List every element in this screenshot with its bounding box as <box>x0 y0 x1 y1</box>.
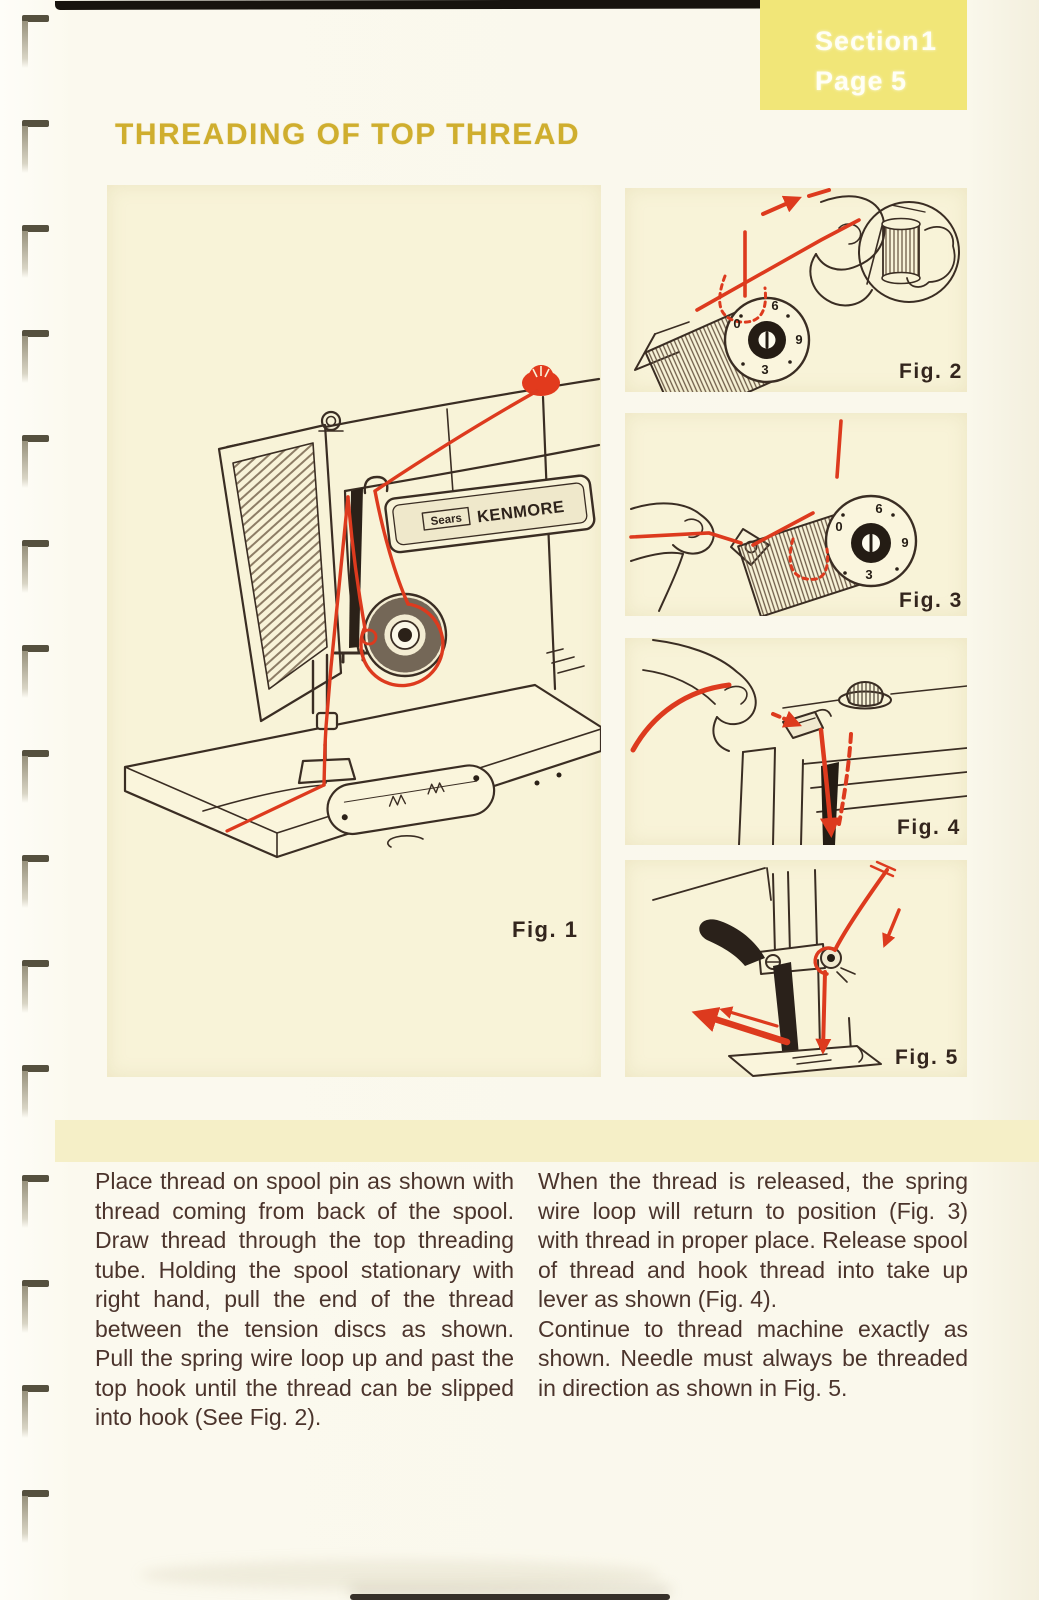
binding-hole-mark <box>22 330 49 386</box>
fig2-dial-3: 3 <box>761 362 768 377</box>
fig3-dial-0: 0 <box>835 519 842 534</box>
binding-hole-mark <box>22 1385 49 1441</box>
tension-disc-threading-illustration: Fig. 2 0 3 6 9 <box>634 188 963 392</box>
binding-hole-mark <box>22 750 49 806</box>
fig2-dial-9: 9 <box>795 332 802 347</box>
figure-5-panel: Fig. 5 <box>625 860 967 1077</box>
binding-hole-mark <box>22 1490 49 1546</box>
red-thread-path <box>225 365 560 833</box>
fig1-label: Fig. 1 <box>512 917 578 942</box>
fig2-label: Fig. 2 <box>899 360 963 383</box>
right-paragraph-2: Continue to thread machine exactly as sh… <box>538 1315 968 1401</box>
binding-hole-mark <box>22 1280 49 1336</box>
scanned-page-edge-bottom <box>350 1594 670 1600</box>
fig5-label: Fig. 5 <box>895 1046 959 1069</box>
take-up-lever-illustration: Fig. 4 <box>630 639 967 845</box>
binding-hole-mark <box>22 120 49 176</box>
binding-hole-mark <box>22 855 49 911</box>
section-row: Section 1 <box>815 26 937 57</box>
binding-hole-mark <box>22 225 49 281</box>
instructions-right-column: When the thread is released, the spring … <box>538 1167 968 1403</box>
binding-hole-mark <box>22 960 49 1016</box>
binding-hole-mark <box>22 1175 49 1231</box>
fig2-dial-0: 0 <box>733 316 740 331</box>
sewing-machine-threading-illustration: Sears KENMORE <box>123 365 601 942</box>
binding-hole-mark <box>22 540 49 596</box>
needle-threading-illustration: Fig. 5 <box>652 860 959 1077</box>
fig4-label: Fig. 4 <box>897 816 961 839</box>
spring-wire-loop-illustration: Fig. 3 0 3 6 9 <box>629 419 963 616</box>
fig3-dial-6: 6 <box>875 501 882 516</box>
page-label: Page <box>815 66 884 96</box>
scan-smudge <box>140 1560 660 1590</box>
binding-hole-mark <box>22 435 49 491</box>
fig3-dial-9: 9 <box>901 535 908 550</box>
brand-prefix-label: Sears <box>430 512 463 528</box>
figure-4-panel: Fig. 4 <box>625 638 967 845</box>
figure-1-panel: Sears KENMORE <box>107 185 601 1077</box>
fig2-dial-6: 6 <box>771 298 778 313</box>
section-page-tab: Section 1 Page 5 <box>760 0 967 110</box>
binding-hole-mark <box>22 645 49 701</box>
fig3-label: Fig. 3 <box>899 589 963 612</box>
figure-2-panel: Fig. 2 0 3 6 9 <box>625 188 967 392</box>
section-number: 1 <box>920 26 937 56</box>
page-row: Page 5 <box>815 66 907 97</box>
left-paragraph: Place thread on spool pin as shown with … <box>95 1168 514 1430</box>
right-paragraph-1: When the thread is released, the spring … <box>538 1168 968 1312</box>
page-number: 5 <box>890 66 907 96</box>
binding-hole-mark <box>22 15 49 71</box>
section-label: Section <box>815 26 920 56</box>
figure-3-panel: Fig. 3 0 3 6 9 <box>625 413 967 616</box>
fig3-dial-3: 3 <box>865 567 872 582</box>
page-title: THREADING OF TOP THREAD <box>115 118 581 151</box>
binding-hole-mark <box>22 1065 49 1121</box>
instructions-left-column: Place thread on spool pin as shown with … <box>95 1167 514 1433</box>
yellow-separator-band <box>55 1120 1039 1162</box>
